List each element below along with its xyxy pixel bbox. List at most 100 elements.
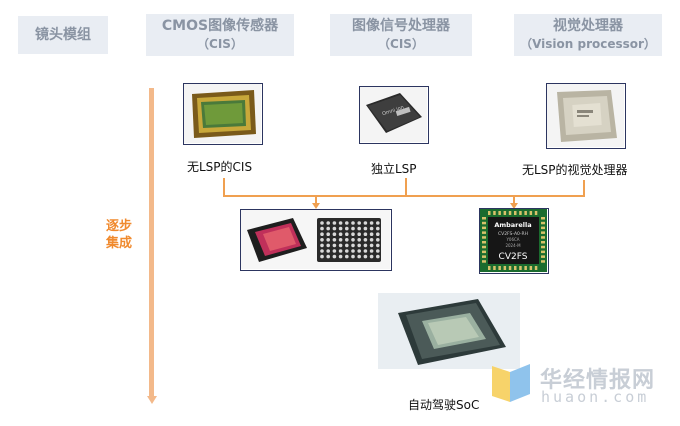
header-vision-processor: 视觉处理器 （Vision processor）: [514, 14, 662, 56]
bga-ball: [369, 226, 374, 231]
bga-ball: [320, 254, 324, 259]
connector-vision-down: [583, 180, 585, 195]
chip-pin: [514, 211, 517, 215]
ambarella-chip-image: Ambarella CV2FS-A0-RH Y06CA 2024-M CV2FS: [479, 208, 549, 274]
bga-ball: [357, 238, 361, 242]
header-vision-line1: 视觉处理器: [553, 18, 623, 34]
bga-ball: [345, 221, 349, 225]
chip-pin: [534, 211, 538, 215]
header-cmos-line2: （CIS）: [197, 37, 243, 51]
chip-pin: [541, 217, 545, 220]
bga-ball: [363, 254, 368, 259]
chip-pin: [514, 266, 517, 270]
bga-ball: [351, 221, 355, 225]
chip-pin: [508, 266, 512, 270]
bga-ball: [326, 232, 330, 236]
bga-ball: [338, 232, 343, 236]
bga-ball: [376, 221, 380, 225]
bga-ball: [338, 226, 343, 231]
bga-ball: [376, 249, 380, 253]
chip-pin: [529, 266, 533, 270]
bga-ball: [363, 249, 368, 253]
bga-ball: [332, 249, 337, 253]
chip-pin: [541, 245, 545, 249]
bga-ball: [351, 243, 355, 248]
bga-ball: [363, 226, 368, 231]
chip-pin: [498, 266, 501, 270]
connector-horizontal: [223, 195, 585, 197]
chip-pin: [482, 226, 486, 230]
bga-ball: [345, 226, 349, 231]
chip-model-text: CV2FS: [499, 252, 528, 262]
bga-ball: [320, 232, 324, 236]
chip-pin: [541, 250, 545, 254]
chip-pin: [498, 211, 501, 215]
soc-chip-image: [378, 293, 520, 369]
bga-ball: [326, 249, 330, 253]
bga-ball: [357, 232, 361, 236]
chip-pin: [482, 245, 486, 249]
chip-pin: [541, 231, 545, 234]
header-isp-line1: 图像信号处理器: [352, 18, 450, 34]
bga-ball: [326, 226, 330, 231]
chip-pin: [541, 226, 545, 230]
chip-pin: [482, 250, 486, 254]
cis-caption: 无LSP的CIS: [187, 160, 253, 174]
chip-pin: [508, 211, 512, 215]
bga-ball: [345, 243, 349, 248]
bga-ball: [351, 232, 355, 236]
integration-label-line2: 集成: [105, 236, 132, 251]
lsp-caption: 独立LSP: [371, 162, 417, 176]
chip-pin: [482, 260, 486, 263]
header-isp-line2: （CIS）: [378, 37, 424, 51]
watermark-cn: 华经情报网: [540, 368, 656, 393]
bga-ball: [320, 249, 324, 253]
bga-ball: [338, 221, 343, 225]
bga-ball: [369, 249, 374, 253]
bga-ball: [363, 232, 368, 236]
bga-ball: [332, 254, 337, 259]
bga-ball: [351, 249, 355, 253]
sensor-isp-combined-image: [240, 209, 392, 271]
chip-pin: [534, 266, 538, 270]
bga-ball: [326, 243, 330, 248]
bga-ball: [345, 249, 349, 253]
chip-pin: [541, 260, 545, 263]
bga-ball: [345, 254, 349, 259]
bga-ball: [369, 254, 374, 259]
lsp-chip-image: Omni ion: [359, 86, 429, 144]
bga-ball: [357, 254, 361, 259]
bga-ball: [376, 254, 380, 259]
integration-arrow-line: [149, 88, 154, 398]
bga-ball: [320, 243, 324, 248]
bga-ball: [357, 249, 361, 253]
bga-ball: [376, 226, 380, 231]
bga-ball: [332, 243, 337, 248]
chip-pin: [524, 266, 527, 270]
bga-ball: [363, 243, 368, 248]
connector-to-ambarella: [513, 195, 515, 204]
connector-combined-arrow: [311, 203, 320, 209]
bga-ball: [351, 238, 355, 242]
connector-lsp-down: [405, 178, 407, 195]
header-cmos-line1: CMOS图像传感器: [161, 18, 279, 34]
bga-ball: [332, 238, 337, 242]
connector-ambarella-arrow: [509, 203, 518, 209]
integration-arrow-head: [146, 396, 157, 404]
chip-pin: [529, 211, 533, 215]
chip-pin: [488, 266, 491, 270]
chip-brand-text: Ambarella: [494, 221, 531, 229]
bga-ball: [326, 238, 330, 242]
bga-ball: [357, 221, 361, 225]
bga-ball: [320, 238, 324, 242]
header-vision-line2: （Vision processor）: [520, 37, 656, 51]
chip-pin: [482, 221, 486, 225]
bga-ball: [357, 226, 361, 231]
chip-pin: [519, 266, 522, 270]
cis-chip-image: [183, 83, 263, 145]
bga-ball: [326, 254, 330, 259]
chip-pin: [503, 211, 507, 215]
bga-ball: [338, 249, 343, 253]
bga-ball: [376, 232, 380, 236]
bga-ball: [357, 243, 361, 248]
